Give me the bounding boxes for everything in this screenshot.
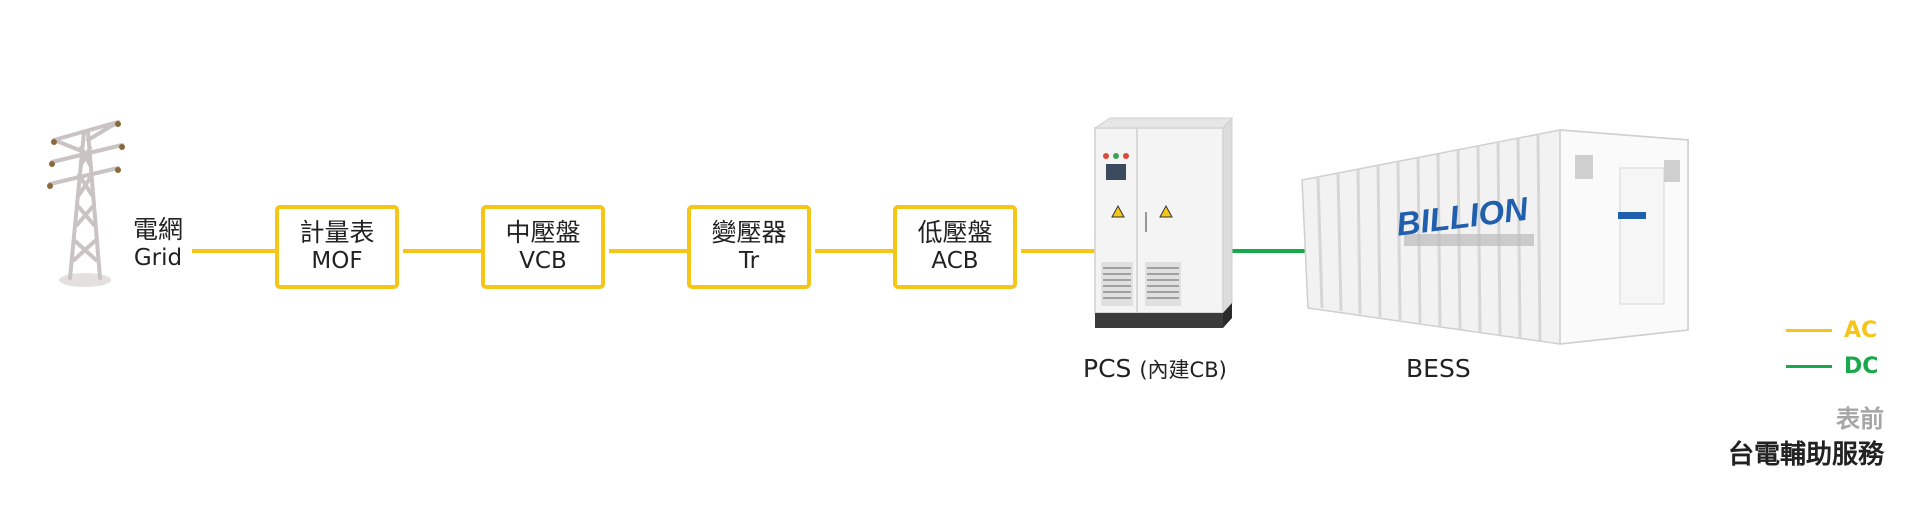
node-vcb-en: VCB: [519, 248, 567, 275]
node-mof-zh: 計量表: [299, 218, 375, 248]
node-tr-en: Tr: [738, 248, 760, 275]
node-vcb-zh: 中壓盤: [505, 218, 581, 248]
pcs-label-main: PCS: [1083, 354, 1132, 383]
note-main: 台電輔助服務: [1727, 440, 1884, 470]
insulator-dots: [47, 121, 125, 189]
node-acb: 低壓盤 ACB: [893, 205, 1017, 289]
node-acb-en: ACB: [931, 248, 979, 275]
grid-label-en: Grid: [133, 245, 183, 271]
grid-label-zh: 電網: [132, 215, 183, 244]
bess-label: BESS: [1406, 354, 1471, 383]
node-tr-zh: 變壓器: [711, 218, 787, 248]
legend-ac: AC: [1786, 318, 1884, 343]
legend-dc: DC: [1786, 354, 1884, 379]
grid-label: 電網 Grid: [128, 215, 188, 273]
legend-ac-label: AC: [1844, 318, 1878, 343]
transmission-tower-icon: [48, 120, 124, 287]
legend-ac-swatch: [1786, 329, 1832, 332]
note-sub: 表前: [1836, 405, 1884, 433]
node-mof-en: MOF: [311, 248, 363, 275]
legend-dc-swatch: [1786, 365, 1832, 368]
battery-container-icon: [1301, 129, 1689, 345]
node-vcb: 中壓盤 VCB: [481, 205, 605, 289]
pcs-cabinet-icon: [1093, 116, 1234, 328]
node-mof: 計量表 MOF: [275, 205, 399, 289]
legend-dc-label: DC: [1844, 354, 1879, 379]
node-tr: 變壓器 Tr: [687, 205, 811, 289]
pcs-label: PCS (內建CB): [1083, 354, 1227, 384]
node-acb-zh: 低壓盤: [917, 218, 993, 248]
pcs-label-sub: (內建CB): [1139, 358, 1227, 382]
